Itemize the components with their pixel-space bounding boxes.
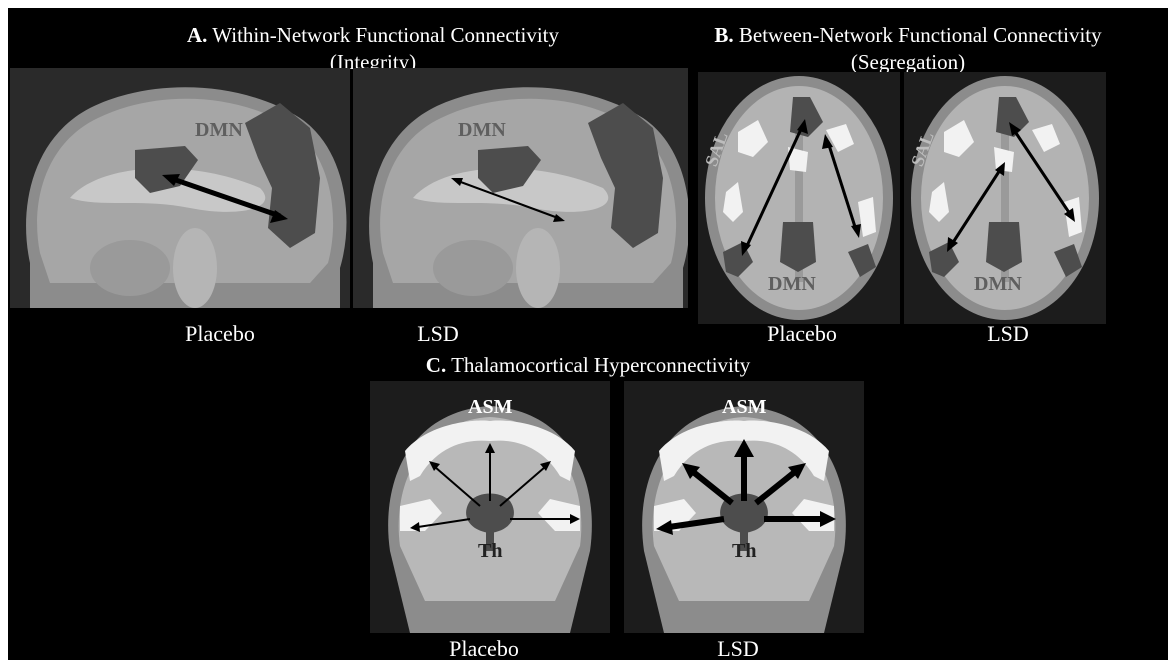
sagittal-scan-lsd: DMN — [353, 68, 688, 308]
th-label: Th — [732, 540, 756, 562]
asm-label: ASM — [722, 396, 767, 418]
panel-b-title: B. Between-Network Functional Connectivi… — [648, 22, 1168, 48]
panel-a-caption-placebo: Placebo — [160, 321, 280, 347]
dmn-label: DMN — [195, 119, 243, 141]
figure: A. Within-Network Functional Connectivit… — [8, 8, 1168, 660]
dmn-label: DMN — [458, 119, 506, 141]
axial-scan-lsd: SAL DMN — [904, 72, 1106, 324]
panel-b-caption-placebo: Placebo — [742, 321, 862, 347]
axial-scan-placebo: SAL DMN — [698, 72, 900, 324]
panel-c-caption-placebo: Placebo — [424, 636, 544, 660]
coronal-scan-placebo: ASM Th — [370, 381, 610, 633]
panel-c-caption-lsd: LSD — [698, 636, 778, 660]
coronal-scan-lsd: ASM Th — [624, 381, 864, 633]
panel-b-caption-lsd: LSD — [968, 321, 1048, 347]
panel-b-title-text: Between-Network Functional Connectivity — [739, 23, 1102, 47]
panel-a-caption-lsd: LSD — [393, 321, 483, 347]
panel-c-letter: C. — [426, 353, 446, 377]
th-label: Th — [478, 540, 502, 562]
dmn-label: DMN — [768, 273, 816, 295]
panel-a-title-text: Within-Network Functional Connectivity — [212, 23, 559, 47]
panel-a-letter: A. — [187, 23, 207, 47]
panel-a-title: A. Within-Network Functional Connectivit… — [53, 22, 693, 48]
panel-c-title-text: Thalamocortical Hyperconnectivity — [451, 353, 750, 377]
panel-c-title: C. Thalamocortical Hyperconnectivity — [308, 352, 868, 378]
panel-b-letter: B. — [714, 23, 733, 47]
sagittal-scan-placebo: DMN — [10, 68, 350, 308]
asm-label: ASM — [468, 396, 513, 418]
dmn-label: DMN — [974, 273, 1022, 295]
